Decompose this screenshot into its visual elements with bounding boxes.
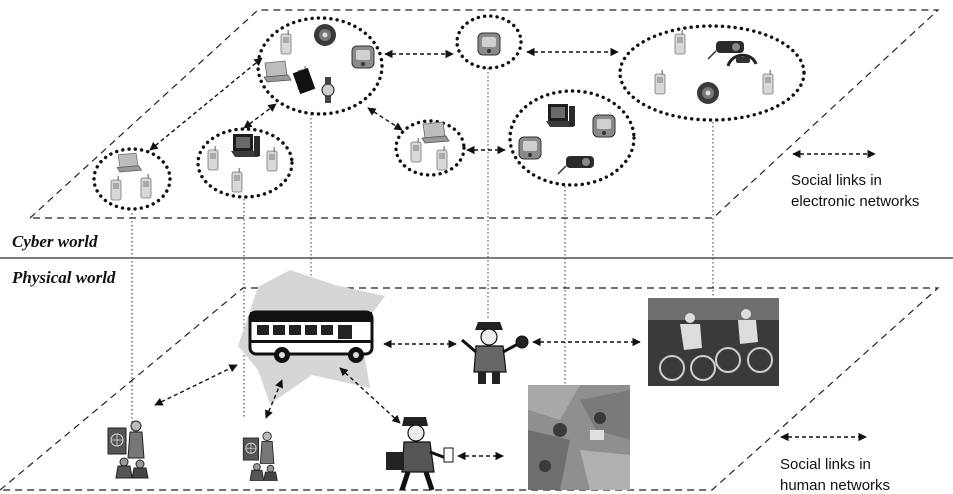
school-bus — [238, 270, 385, 404]
cyber-cluster-3 — [256, 16, 384, 116]
physical-world-plane — [0, 287, 940, 491]
cyber-world-label: Cyber world — [12, 232, 98, 251]
legend-electronic-line1: Social links in — [791, 172, 882, 189]
teacher-with-students-1 — [107, 420, 149, 479]
physical-world-label: Physical world — [11, 268, 116, 287]
cyber-cluster-5 — [394, 119, 466, 177]
legend-human-line1: Social links in — [780, 456, 871, 473]
cyber-cluster-1 — [92, 147, 172, 211]
cyber-cluster-6 — [508, 89, 636, 187]
teacher-with-students-2 — [242, 431, 278, 481]
crowd-photo — [528, 385, 630, 490]
cyber-cluster-4 — [455, 14, 523, 70]
cross-layer-lines — [131, 68, 714, 430]
cyclists-photo — [648, 298, 779, 386]
cyber-cluster-7 — [618, 24, 806, 122]
human-links — [154, 337, 641, 461]
cyber-cluster-2 — [196, 127, 294, 199]
legend-human-line2: human networks — [780, 477, 890, 494]
electronic-links — [149, 47, 619, 155]
legend-electronic-line2: electronic networks — [791, 193, 919, 210]
police-officer — [461, 322, 529, 384]
mailman — [386, 417, 454, 491]
